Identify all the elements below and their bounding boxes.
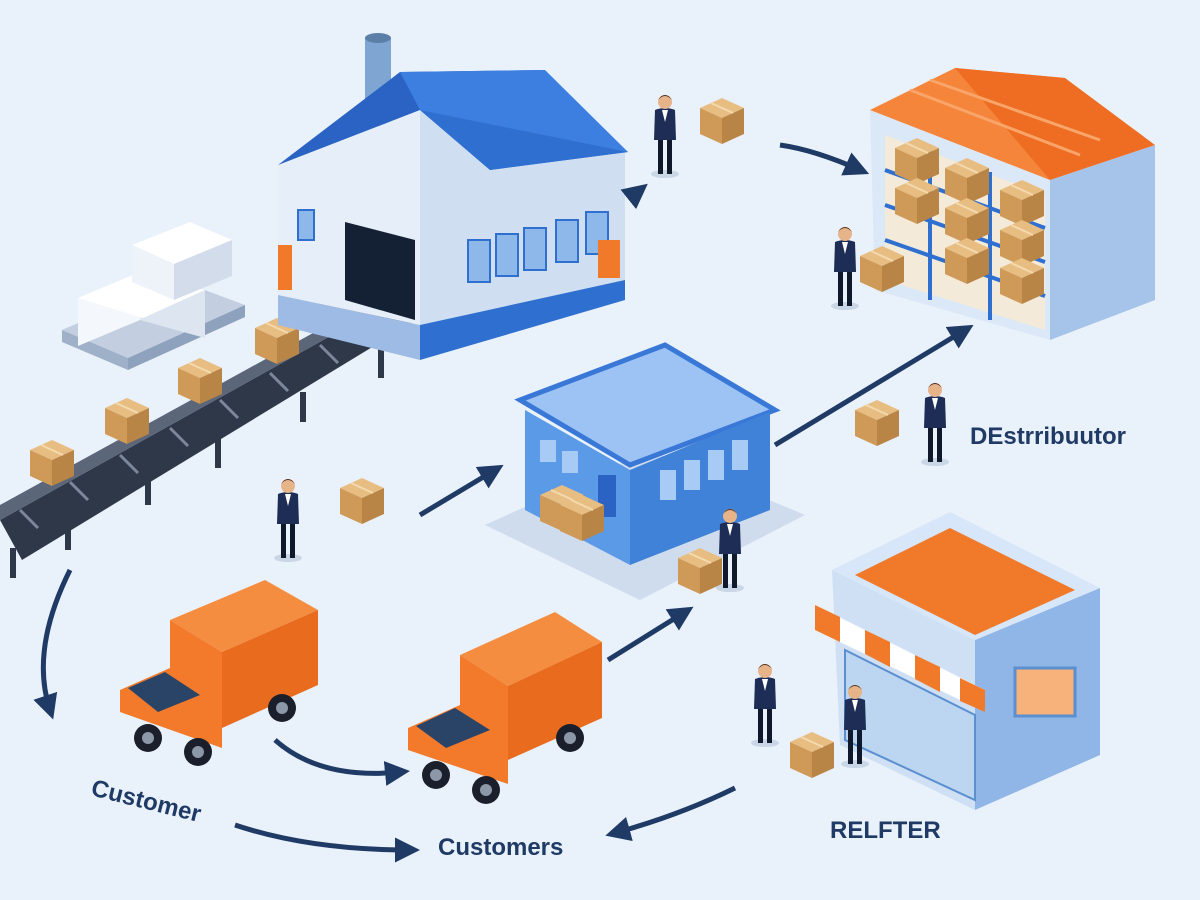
retail-store-icon bbox=[815, 512, 1100, 810]
retailer-label: RELFTER bbox=[830, 817, 941, 844]
pallet-icon bbox=[62, 222, 245, 370]
distribution-center-icon bbox=[485, 342, 805, 600]
customers-label: Customers bbox=[438, 834, 563, 861]
store-awning bbox=[815, 605, 985, 712]
factory-icon bbox=[278, 33, 628, 360]
conveyor-belt-icon bbox=[0, 282, 420, 578]
flow-arrow-icon bbox=[33, 142, 974, 863]
warehouse-icon bbox=[870, 68, 1155, 340]
customer-label: Customer bbox=[89, 775, 204, 828]
distributor-label: DEstrribuutor bbox=[970, 423, 1126, 450]
delivery-truck-icon bbox=[120, 580, 318, 766]
delivery-truck-icon bbox=[408, 612, 602, 804]
